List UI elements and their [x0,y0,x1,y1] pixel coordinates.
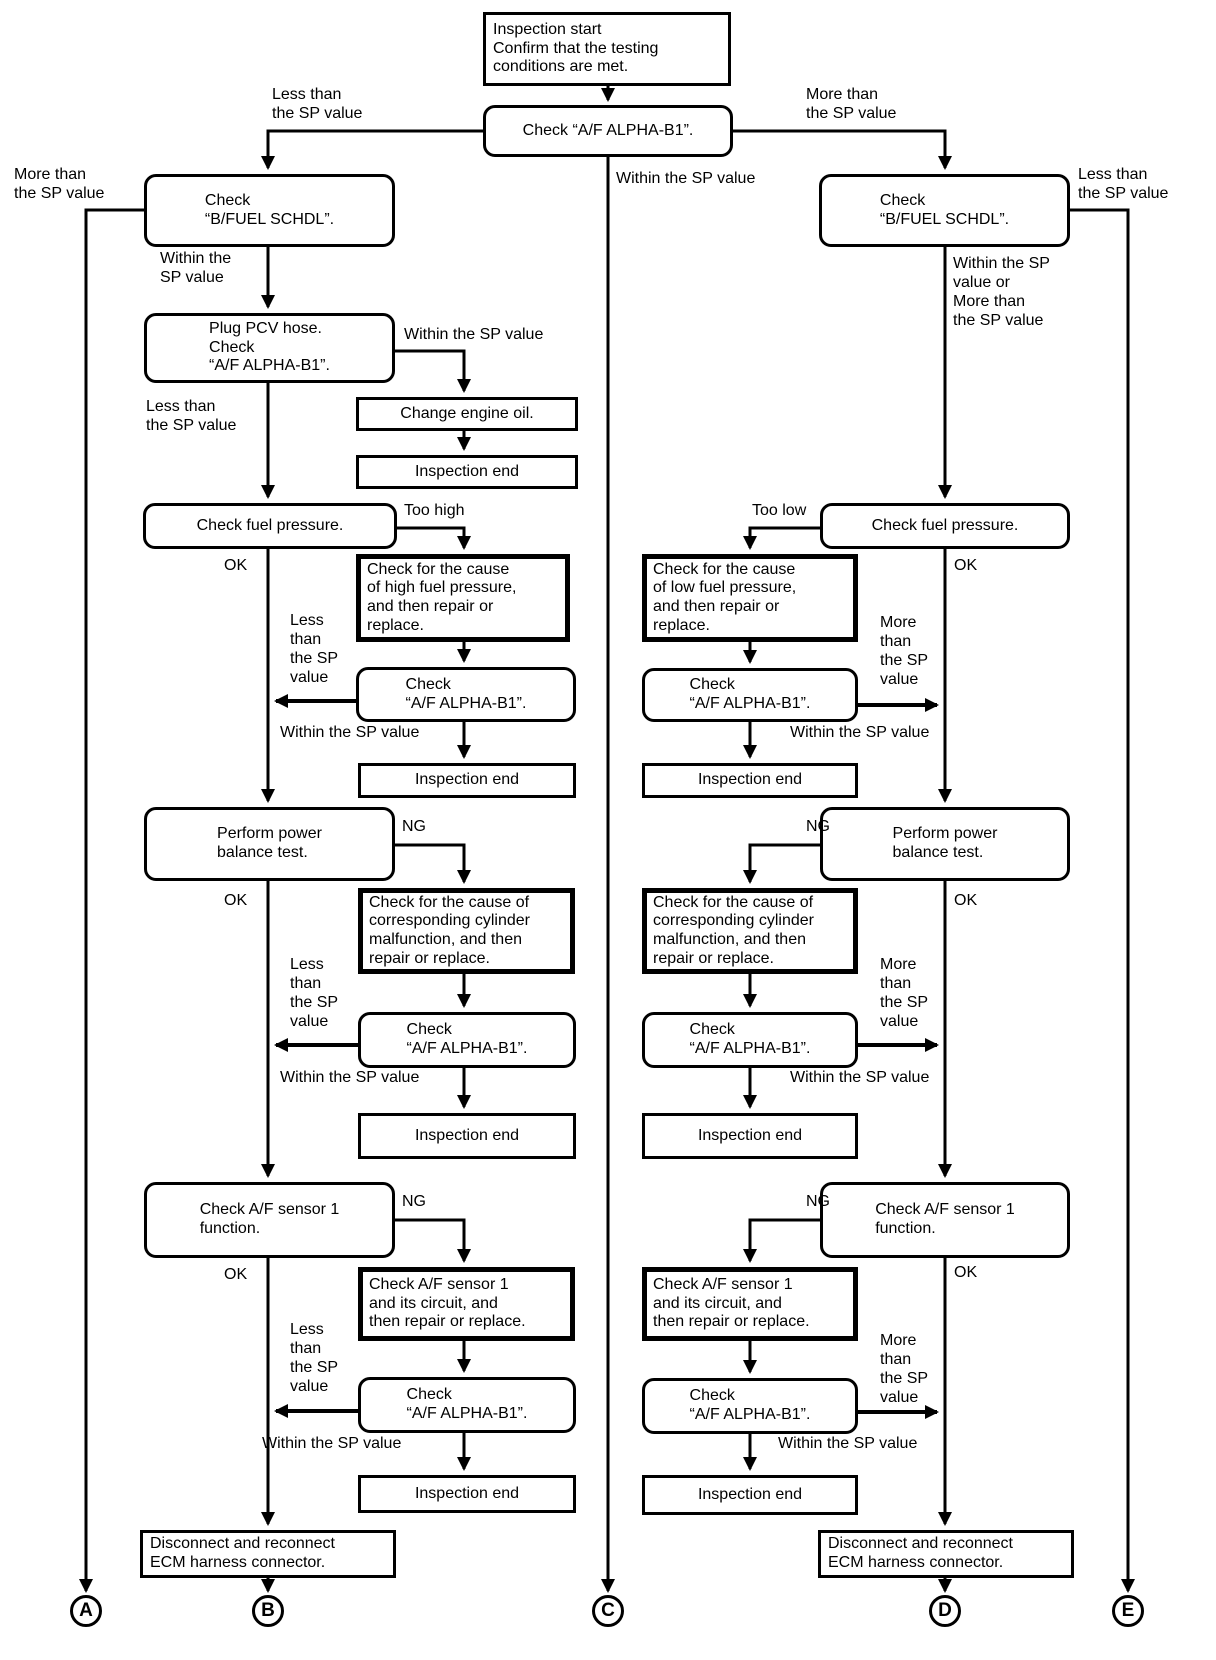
edge-plug-to-oil [395,349,471,393]
label-within-sp-l3: Within the SP value [262,1435,402,1452]
label-more-stack-3: More than the SP value [880,1332,929,1406]
node-check-bfuel-left: Check “B/FUEL SCHDL”. [144,174,395,247]
edge-power-ng-right [743,843,820,884]
node-plug-pcv-hose: Plug PCV hose. Check “A/F ALPHA-B1”. [144,313,395,383]
label-too-high: Too high [404,502,465,519]
node-check-af-alpha-l2: Check “A/F ALPHA-B1”. [358,1012,576,1068]
node-inspection-end-r3: Inspection end [642,1475,858,1515]
edge-af-top-more-right [733,129,952,170]
node-cause-cylinder-right: Check for the cause of corresponding cyl… [642,888,858,974]
label-ok-right-1: OK [954,557,978,574]
edge-power-ng-left [395,843,471,884]
node-ecm-right: Disconnect and reconnect ECM harness con… [818,1530,1074,1578]
node-check-af-alpha-l1: Check “A/F ALPHA-B1”. [356,667,576,722]
node-sensor-circuit-right: Check A/F sensor 1 and its circuit, and … [642,1267,858,1341]
label-less-stack-3: Less than the SP value [290,1321,339,1395]
label-within-sp-l1: Within the SP value [280,724,420,741]
terminal-d: D [929,1595,961,1627]
node-check-bfuel-right: Check “B/FUEL SCHDL”. [819,174,1070,247]
node-inspection-end-3: Inspection end [358,1113,576,1159]
label-within-sp-r1: Within the SP value [790,724,930,741]
label-too-low: Too low [752,502,807,519]
label-ok-right-3: OK [954,1264,978,1281]
edge-bfuel-right-to-terminal-e [1070,208,1135,1593]
label-more-than-far-left: More than the SP value [14,166,105,202]
label-more-than-top-right: More than the SP value [806,86,897,122]
node-check-af-alpha-top: Check “A/F ALPHA-B1”. [483,105,733,157]
edge-af-top-less-left [261,129,483,170]
node-cause-cylinder-left: Check for the cause of corresponding cyl… [358,888,575,974]
label-ng-right-1: NG [806,818,830,835]
node-inspection-end-r1: Inspection end [642,763,858,798]
node-check-af-sensor-right: Check A/F sensor 1 function. [820,1182,1070,1258]
label-more-stack-2: More than the SP value [880,956,929,1030]
label-less-than-top-left: Less than the SP value [272,86,363,122]
label-within-sp-plug: Within the SP value [404,326,544,343]
label-within-or-more-right: Within the SP value or More than the SP … [953,255,1050,329]
terminal-a: A [70,1595,102,1627]
node-inspection-end-1: Inspection end [356,455,578,489]
terminal-e: E [1112,1595,1144,1627]
edge-fuel-toolow [743,526,820,550]
label-within-sp-center: Within the SP value [616,170,756,187]
label-less-than-far-right: Less than the SP value [1078,166,1169,202]
edge-sensor-ng-left [395,1218,471,1263]
node-inspection-end-r2: Inspection end [642,1113,858,1159]
node-cause-high-fuel-pressure: Check for the cause of high fuel pressur… [356,554,570,642]
node-change-engine-oil: Change engine oil. [356,397,578,431]
node-check-fuel-pressure-left: Check fuel pressure. [143,503,397,549]
edge-sensor-ng-right [743,1218,820,1263]
node-inspection-start: Inspection start Confirm that the testin… [483,12,731,86]
node-power-balance-left: Perform power balance test. [144,807,395,881]
label-ok-left-3: OK [224,1266,248,1283]
label-less-than-plug: Less than the SP value [146,398,237,434]
node-cause-low-fuel-pressure: Check for the cause of low fuel pressure… [642,554,858,642]
edge-fuel-toohigh [397,526,471,550]
label-ok-right-2: OK [954,892,978,909]
node-inspection-end-2: Inspection end [358,763,576,798]
node-check-af-alpha-l3: Check “A/F ALPHA-B1”. [358,1377,576,1433]
node-ecm-left: Disconnect and reconnect ECM harness con… [140,1530,396,1578]
label-within-sp-l2: Within the SP value [280,1069,420,1086]
node-check-af-sensor-left: Check A/F sensor 1 function. [144,1182,395,1258]
edge-bfuel-left-to-terminal-a [79,208,144,1593]
label-within-sp-left-1: Within the SP value [160,250,232,286]
node-check-fuel-pressure-right: Check fuel pressure. [820,503,1070,549]
node-sensor-circuit-left: Check A/F sensor 1 and its circuit, and … [358,1267,575,1341]
label-more-stack-1: More than the SP value [880,614,929,688]
node-check-af-alpha-r3: Check “A/F ALPHA-B1”. [642,1378,858,1434]
node-check-af-alpha-r1: Check “A/F ALPHA-B1”. [642,668,858,722]
label-ok-left-2: OK [224,892,248,909]
terminal-c: C [592,1595,624,1627]
label-within-sp-r2: Within the SP value [790,1069,930,1086]
node-inspection-end-4: Inspection end [358,1475,576,1513]
terminal-b: B [252,1595,284,1627]
label-ng-left-1: NG [402,818,426,835]
label-ok-left-1: OK [224,557,248,574]
label-less-stack-1: Less than the SP value [290,612,339,686]
node-power-balance-right: Perform power balance test. [820,807,1070,881]
node-check-af-alpha-r2: Check “A/F ALPHA-B1”. [642,1012,858,1068]
label-ng-left-2: NG [402,1193,426,1210]
label-ng-right-2: NG [806,1193,830,1210]
label-within-sp-r3: Within the SP value [778,1435,918,1452]
label-less-stack-2: Less than the SP value [290,956,339,1030]
